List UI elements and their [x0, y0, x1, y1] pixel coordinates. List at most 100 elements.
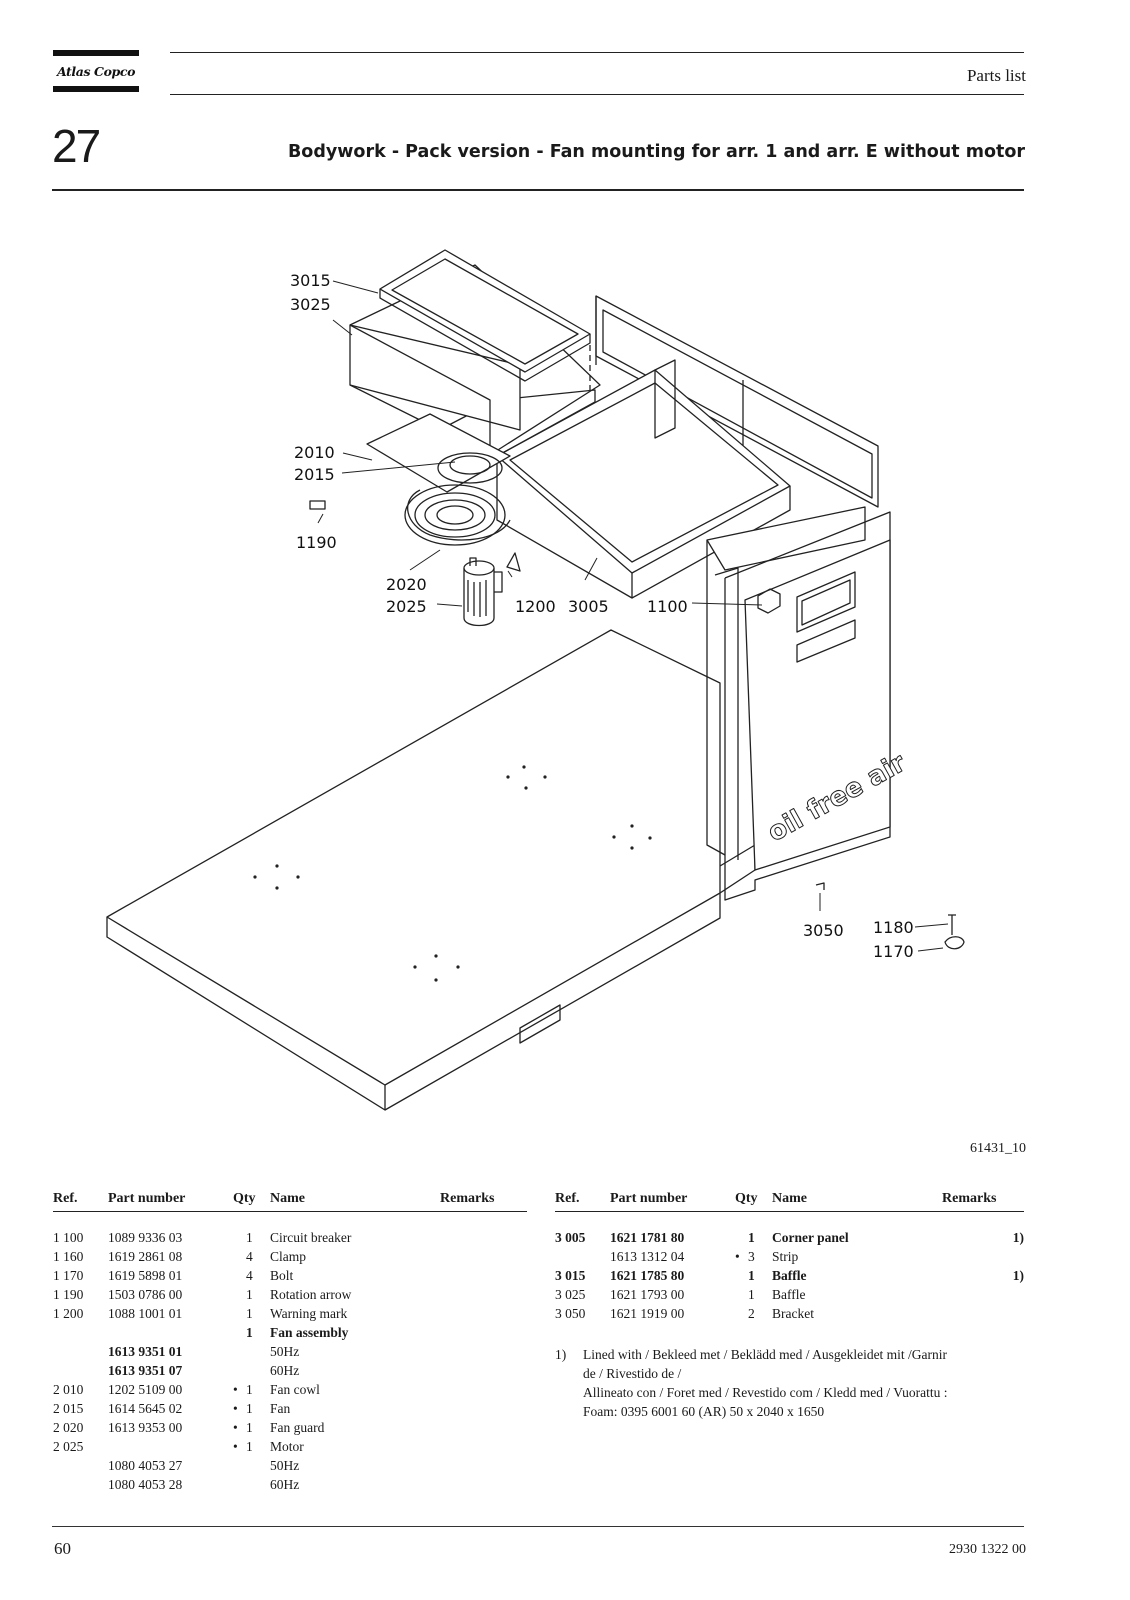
logo-text: Atlas Copco [56, 64, 136, 79]
qty-cell: 1 [735, 1230, 772, 1249]
table-header-row: Ref. Part number Qty Name Remarks [555, 1191, 1024, 1212]
qty-value: 1 [246, 1306, 253, 1321]
part-number-cell: 1613 9351 07 [108, 1363, 183, 1378]
part-number-cell: 1089 9336 03 [108, 1230, 183, 1245]
warning-mark [506, 552, 521, 572]
callout-2010: 2010 [294, 443, 335, 462]
callout-1100: 1100 [647, 597, 688, 616]
name-cell: Corner panel [772, 1230, 849, 1245]
qty-value: 4 [246, 1249, 253, 1264]
part-number-cell: 1613 9351 01 [108, 1344, 183, 1359]
part-number-cell: 1613 9353 00 [108, 1420, 183, 1435]
part-number-cell [108, 1325, 233, 1344]
qty-cell: •1 [233, 1401, 270, 1420]
ref-cell [53, 1344, 108, 1363]
qty-value: 1 [748, 1287, 755, 1302]
ref-cell: 1 100 [53, 1230, 84, 1245]
parts-table-left: Ref. Part number Qty Name Remarks 1 100 1… [53, 1191, 527, 1496]
qty-value: 1 [246, 1287, 253, 1302]
base-frame [106, 629, 756, 1111]
qty-cell: 1 [233, 1325, 270, 1344]
qty-cell: 1 [735, 1268, 772, 1287]
header-qty: Qty [735, 1191, 772, 1212]
qty-cell: •1 [233, 1420, 270, 1439]
baffle-3025 [349, 264, 601, 456]
qty-value: 2 [748, 1306, 755, 1321]
qty-value: 1 [246, 1420, 253, 1435]
remarks-cell [440, 1401, 527, 1420]
table-header-row: Ref. Part number Qty Name Remarks [53, 1191, 527, 1212]
corner-panel [419, 359, 791, 599]
qty-value: 1 [246, 1439, 253, 1454]
exploded-view-drawing: oil free air 3015 3025 2010 2015 1190 [106, 249, 965, 1111]
footnote-line: Foam: 0395 6001 60 (AR) 50 x 2040 x 1650 [583, 1404, 825, 1419]
qty-value: 1 [246, 1230, 253, 1245]
name-cell: Fan cowl [270, 1382, 320, 1397]
qty-value: 1 [246, 1401, 253, 1416]
page-number: 60 [54, 1539, 71, 1558]
spacer-row [555, 1212, 1024, 1231]
qty-cell: 2 [735, 1306, 772, 1325]
name-cell: Clamp [270, 1249, 306, 1264]
callout-2020: 2020 [386, 575, 427, 594]
qty-value: 1 [246, 1325, 253, 1340]
title-rule [52, 189, 1024, 191]
remarks-cell [440, 1458, 527, 1477]
callout-2015: 2015 [294, 465, 335, 484]
ref-cell: 3 050 [555, 1306, 586, 1321]
leader-lines [317, 280, 949, 952]
name-cell: Rotation arrow [270, 1287, 352, 1302]
ref-cell [555, 1249, 610, 1268]
qty-cell: •3 [735, 1249, 772, 1268]
bullet-marker: • [233, 1382, 238, 1397]
atlas-copco-logo: Atlas Copco [53, 50, 139, 92]
remarks-cell [440, 1439, 527, 1458]
document-number: 2930 1322 00 [949, 1542, 1026, 1557]
header-label: Parts list [966, 66, 1026, 85]
ref-cell: 2 010 [53, 1382, 84, 1397]
qty-value: 1 [748, 1230, 755, 1245]
callout-3015: 3015 [290, 271, 331, 290]
ref-cell [53, 1363, 108, 1382]
bullet-marker: • [233, 1439, 238, 1454]
ref-cell: 1 160 [53, 1249, 84, 1264]
control-cabinet: oil free air [706, 506, 911, 901]
remarks-cell [440, 1249, 527, 1268]
part-number-cell: 1614 5645 02 [108, 1401, 183, 1416]
callout-3005: 3005 [568, 597, 609, 616]
footnote-line: Allineato con / Foret med / Revestido co… [583, 1385, 948, 1400]
header-name: Name [772, 1191, 942, 1212]
ref-cell [53, 1458, 108, 1477]
callout-1180: 1180 [873, 918, 914, 937]
ref-cell: 3 015 [555, 1268, 586, 1283]
qty-cell [233, 1477, 270, 1496]
ref-cell: 2 015 [53, 1401, 84, 1416]
name-cell: 60Hz [270, 1363, 300, 1378]
header-rule [170, 94, 1024, 95]
footnote: 1) Lined with / Bekleed met / Beklädd me… [555, 1345, 1027, 1421]
qty-cell: 1 [233, 1230, 270, 1249]
name-cell: Baffle [772, 1268, 807, 1283]
remarks-cell [440, 1268, 527, 1287]
rear-frame [595, 295, 879, 508]
remarks-cell [942, 1306, 1024, 1325]
table-row: 1613 9351 07 60Hz [53, 1363, 527, 1382]
ref-cell: 2 025 [53, 1439, 84, 1454]
name-cell: Baffle [772, 1287, 806, 1302]
spacer-row [53, 1212, 527, 1231]
clamp [944, 936, 965, 950]
